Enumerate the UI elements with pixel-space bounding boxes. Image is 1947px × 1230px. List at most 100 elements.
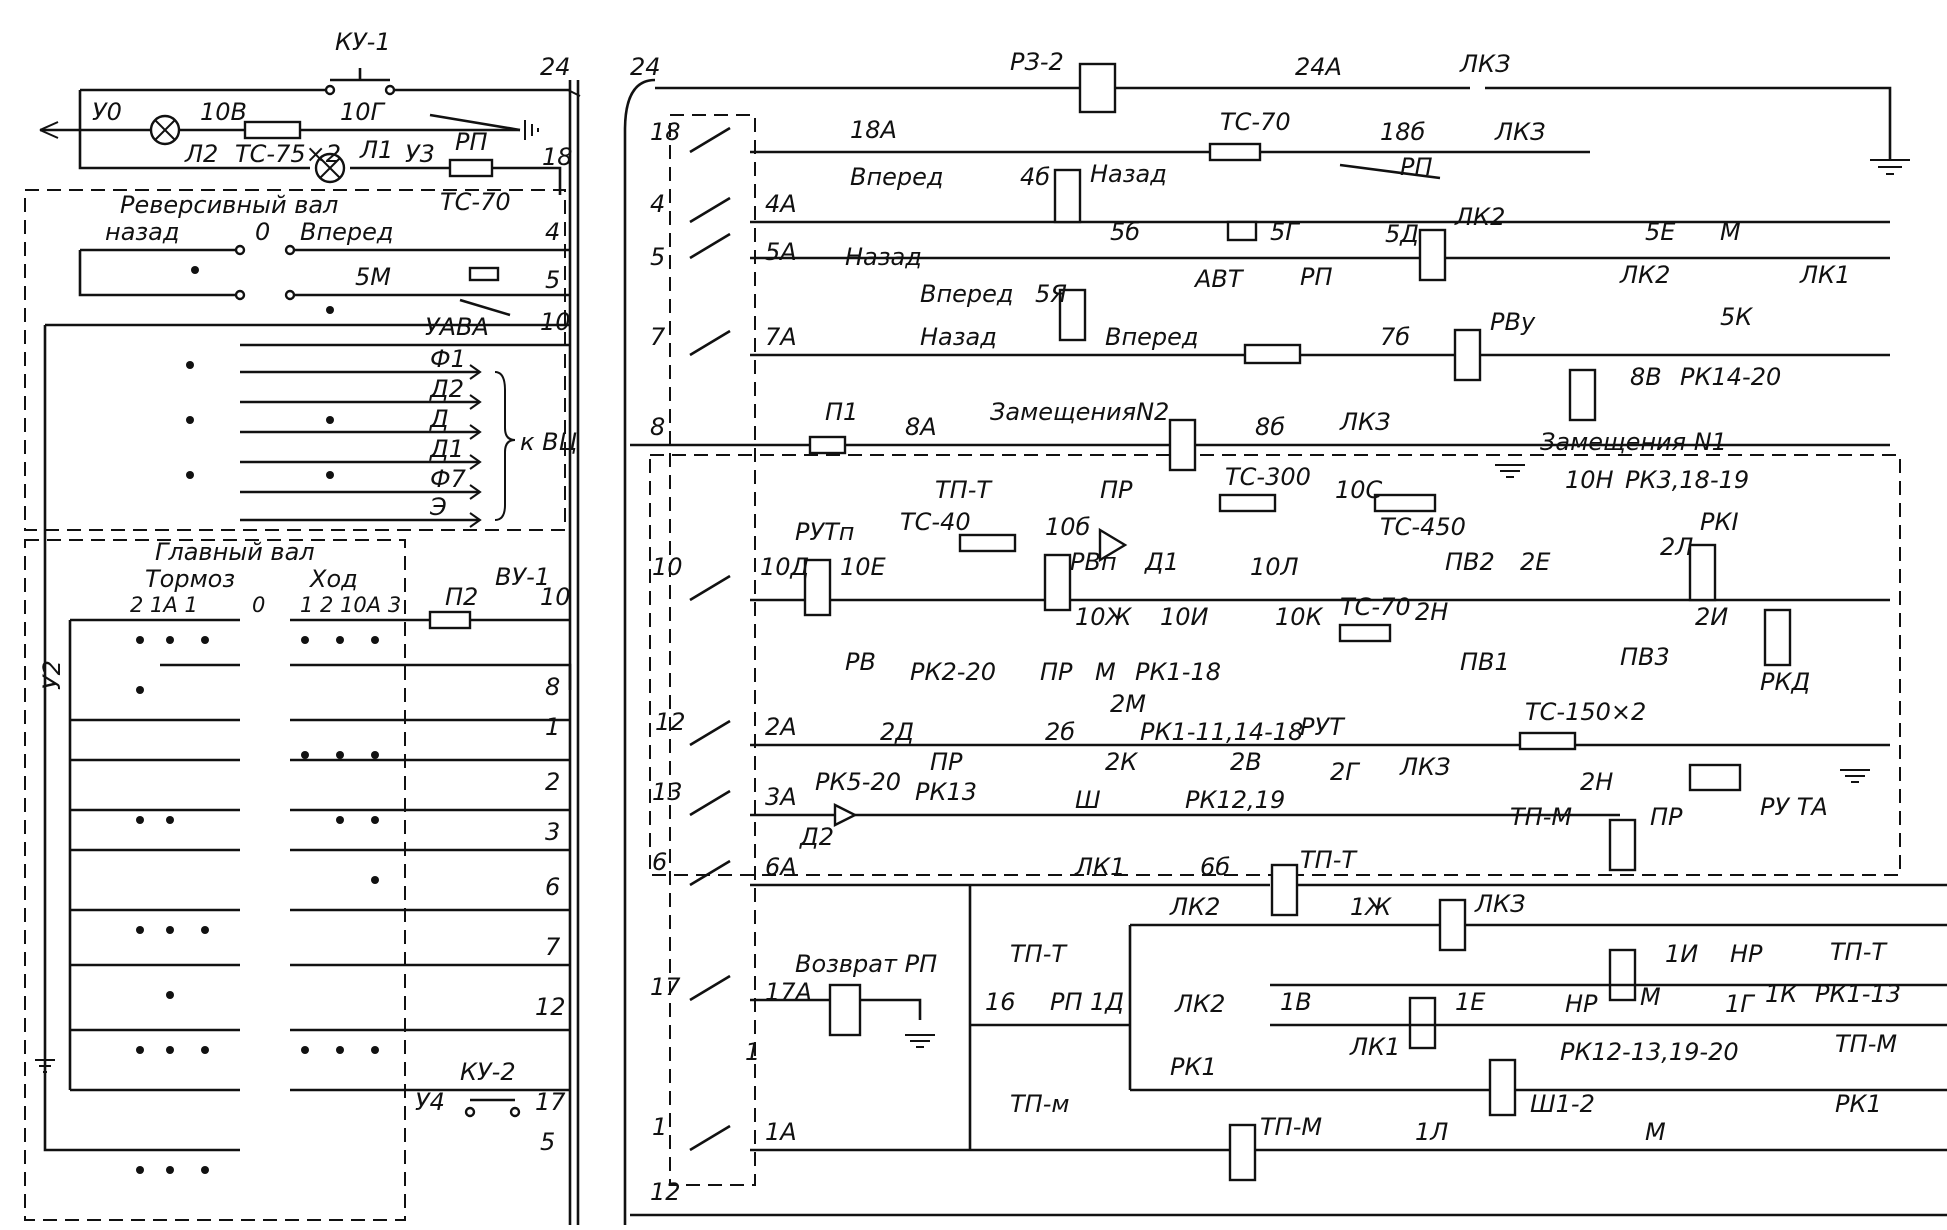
- label-y4: У4: [415, 1088, 445, 1116]
- diode-d2: [833, 803, 858, 827]
- label-10l: 10Л: [1250, 553, 1299, 581]
- terminal-switches: [689, 126, 731, 1152]
- label-rev-fwd: Вперед: [300, 218, 394, 246]
- label-rv: РВ: [845, 648, 876, 676]
- label-lk2-d: ЛК2: [1174, 990, 1225, 1018]
- label-back-c: Назад: [920, 323, 997, 351]
- avt-box[interactable]: [1226, 220, 1258, 242]
- coil-rkd: [1763, 608, 1792, 667]
- main-shaft-box: [24, 539, 406, 1221]
- label-tpm-b: ТП-М: [1835, 1030, 1897, 1058]
- label-1zh: 1Ж: [1350, 893, 1392, 921]
- label-lk3-b: ЛКЗ: [1494, 118, 1545, 146]
- label-18b: 18б: [1380, 118, 1426, 146]
- ku1-contact-left: [324, 84, 336, 96]
- label-tpt-a: ТП-Т: [935, 476, 993, 504]
- label-rk1-a: РК1: [1170, 1053, 1217, 1081]
- label-pv1: ПВ1: [1460, 648, 1510, 676]
- label-tpt-b: ТП-Т: [1300, 846, 1358, 874]
- label-fwd-a: Вперед: [850, 163, 944, 191]
- label-rev-back: назад: [105, 218, 179, 246]
- ku1-contact-right: [384, 84, 396, 96]
- label-24-right: 24: [630, 53, 661, 81]
- coil-tpt: [1270, 863, 1299, 917]
- label-16: 16: [985, 988, 1016, 1016]
- label-pr-a: ПР: [1100, 476, 1133, 504]
- label-ts70-left: ТС-70: [440, 188, 511, 216]
- row-5: [78, 250, 570, 297]
- label-1a: 1А: [765, 1118, 797, 1146]
- label-17: 17: [535, 1088, 566, 1116]
- label-l2: Л2: [184, 140, 218, 168]
- y3-wire: [78, 90, 562, 195]
- right-panel: [630, 62, 1947, 1217]
- label-l1: Л1: [359, 136, 393, 164]
- label-ts150: ТС-150×2: [1525, 698, 1646, 726]
- ground-ruta-icon: [1840, 769, 1870, 783]
- label-ts300: ТС-300: [1225, 463, 1311, 491]
- label-rk111: РК1-11,14-18: [1140, 718, 1303, 746]
- label-rp-a: РП: [1400, 153, 1433, 181]
- label-4: 4: [545, 218, 560, 246]
- label-12: 12: [535, 993, 566, 1021]
- label-rk3: РК3,18-19: [1625, 466, 1749, 494]
- label-tpm-d: ТП-М: [1260, 1113, 1322, 1141]
- y0-arrow: [39, 121, 59, 139]
- coil-rz2: [1078, 62, 1117, 114]
- label-lk3-d: ЛКЗ: [1399, 753, 1450, 781]
- label-lk1-c: ЛК1: [1349, 1033, 1400, 1061]
- label-6: 6: [545, 873, 560, 901]
- label-rutp: РУТп: [795, 518, 854, 546]
- label-f1: Ф1: [430, 345, 466, 373]
- label-2a: 2А: [765, 713, 797, 741]
- label-1k: 1К: [1765, 980, 1798, 1008]
- ku2-contact-b: [509, 1106, 521, 1118]
- label-1: 1: [545, 713, 560, 741]
- label-17a: 17А: [765, 978, 812, 1006]
- coil-zam1: [1568, 368, 1597, 422]
- label-2n-b: 2Н: [1580, 768, 1613, 796]
- y2-wire: [43, 325, 240, 1152]
- label-5m: 5М: [355, 263, 391, 291]
- coil-lk2: [1418, 228, 1447, 282]
- left-panel: [24, 68, 581, 1225]
- label-pos-left: 2 1А 1: [130, 593, 198, 617]
- label-5b: 5б: [1110, 218, 1140, 246]
- uava-switch[interactable]: [459, 298, 511, 317]
- terminal-4: 4: [650, 190, 665, 218]
- coil-rvu: [1453, 328, 1482, 382]
- ground-top-icon: [524, 120, 539, 140]
- label-ts70-a: ТС-70: [1220, 108, 1291, 136]
- label-4b: 4б: [1020, 163, 1050, 191]
- rp-contact-18[interactable]: [1339, 163, 1441, 180]
- label-fwd-c: Вперед: [1105, 323, 1199, 351]
- terminal-17: 17: [650, 973, 681, 1001]
- label-d1: Д1: [429, 435, 464, 463]
- label-2g: 2Г: [1330, 758, 1360, 786]
- label-1d: 1Д: [1090, 988, 1124, 1016]
- coil-lk3: [1438, 898, 1467, 952]
- contact-dots: [136, 266, 379, 1174]
- label-rk1-b: РК1: [1835, 1090, 1882, 1118]
- rp-switch-arm[interactable]: [429, 113, 521, 132]
- label-5ya: 5Я: [1035, 280, 1067, 308]
- label-kvc: к ВЦ: [520, 428, 577, 456]
- label-tpm-c: ТП-м: [1010, 1090, 1069, 1118]
- label-tpm-a: ТП-М: [1510, 803, 1572, 831]
- uava-coil: [468, 266, 500, 282]
- label-2l: 2Л: [1660, 533, 1693, 561]
- label-e: Э: [429, 493, 447, 521]
- row-8: [160, 663, 572, 690]
- label-7: 7: [545, 933, 561, 961]
- label-ts40: ТС-40: [900, 508, 971, 536]
- label-main-title: Главный вал: [155, 538, 315, 566]
- label-5d: 5Д: [1385, 220, 1419, 248]
- coil-rvp: [1043, 553, 1072, 612]
- terminal-8: 8: [650, 413, 665, 441]
- terminal-18: 18: [650, 118, 681, 146]
- label-y2: У2: [38, 660, 66, 690]
- terminal-12: 12: [655, 708, 686, 736]
- label-pos-right: 1 2 10А 3: [300, 593, 401, 617]
- label-sh: Ш: [1075, 786, 1101, 814]
- label-10zh: 10Ж: [1075, 603, 1133, 631]
